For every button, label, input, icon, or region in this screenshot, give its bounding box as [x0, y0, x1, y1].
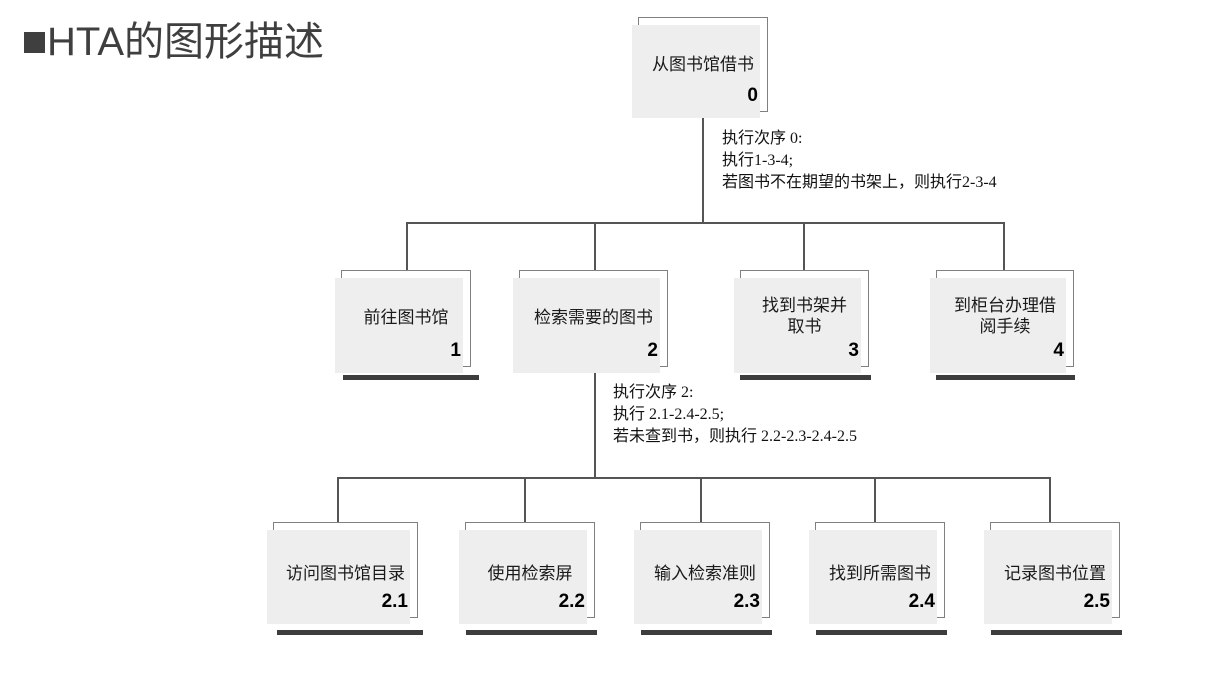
node-3-number: 3 — [848, 340, 859, 361]
bullet-square-icon — [24, 31, 45, 53]
connector-level2-bus — [406, 222, 1005, 224]
node-4-label-line2: 阅手续 — [979, 317, 1031, 336]
node-1-number: 1 — [450, 340, 461, 361]
node-2-1-label: 访问图书馆目录 — [286, 564, 405, 583]
connector-root-stem — [702, 112, 704, 223]
terminal-bar-2-3 — [641, 630, 772, 635]
connector-level2-drop-1 — [406, 222, 408, 271]
annotation-sequence-2: 执行次序 2: 执行 2.1-2.4-2.5; 若未查到书，则执行 2.2-2.… — [613, 382, 857, 448]
page-title: HTA的图形描述 — [24, 22, 324, 62]
node-2-1[interactable]: 访问图书馆目录 2.1 — [267, 522, 418, 624]
node-2-5-number: 2.5 — [1083, 591, 1110, 612]
node-0[interactable]: 从图书馆借书 0 — [632, 17, 768, 118]
annotation-0-line-2: 执行1-3-4; — [722, 152, 794, 169]
node-2-1-number: 2.1 — [381, 591, 408, 612]
node-0-label: 从图书馆借书 — [652, 55, 754, 74]
node-3-label: 找到书架并 — [762, 296, 847, 315]
terminal-bar-3 — [740, 375, 871, 380]
node-2-4-number: 2.4 — [908, 591, 935, 612]
connector-level3-drop-2 — [524, 477, 526, 523]
terminal-bar-2-1 — [277, 630, 423, 635]
node-2-2-number: 2.2 — [558, 591, 585, 612]
connector-level3-drop-1 — [337, 477, 339, 523]
node-1-label: 前往图书馆 — [363, 308, 449, 327]
connector-level2-drop-3 — [803, 222, 805, 271]
annotation-0-line-3: 若图书不在期望的书架上，则执行2-3-4 — [722, 174, 997, 191]
node-3-label-line2: 取书 — [787, 317, 822, 336]
connector-level3-drop-4 — [874, 477, 876, 523]
node-2-2[interactable]: 使用检索屏 2.2 — [459, 522, 595, 624]
node-2-label: 检索需要的图书 — [534, 308, 653, 327]
connector-node2-stem — [594, 367, 596, 478]
annotation-1-line-3: 若未查到书，则执行 2.2-2.3-2.4-2.5 — [613, 428, 857, 445]
node-0-number: 0 — [747, 85, 758, 106]
node-2-2-label: 使用检索屏 — [487, 564, 573, 583]
node-2-4-label: 找到所需图书 — [829, 564, 931, 583]
node-2-3-number: 2.3 — [733, 591, 760, 612]
node-4[interactable]: 到柜台办理借 阅手续 4 — [930, 270, 1074, 373]
annotation-sequence-0: 执行次序 0: 执行1-3-4; 若图书不在期望的书架上，则执行2-3-4 — [722, 128, 997, 194]
connector-level3-drop-3 — [700, 477, 702, 523]
connector-level3-bus — [337, 477, 1051, 479]
connector-level2-drop-2 — [594, 222, 596, 271]
connector-level2-drop-4 — [1003, 222, 1005, 271]
node-2-4[interactable]: 找到所需图书 2.4 — [809, 522, 945, 624]
terminal-bar-2-4 — [816, 630, 947, 635]
node-2-3-label: 输入检索准则 — [654, 564, 756, 583]
node-2-3[interactable]: 输入检索准则 2.3 — [634, 522, 770, 624]
terminal-bar-2-2 — [466, 630, 597, 635]
connector-level3-drop-5 — [1049, 477, 1051, 523]
node-3[interactable]: 找到书架并 取书 3 — [734, 270, 869, 373]
terminal-bar-4 — [936, 375, 1075, 380]
node-4-number: 4 — [1053, 340, 1064, 361]
annotation-1-line-1: 执行次序 2: — [613, 384, 694, 401]
terminal-bar-1 — [343, 375, 479, 380]
node-2-5-label: 记录图书位置 — [1004, 564, 1106, 583]
annotation-0-line-1: 执行次序 0: — [722, 130, 803, 147]
terminal-bar-2-5 — [991, 630, 1122, 635]
node-2-number: 2 — [647, 340, 658, 361]
node-2-5[interactable]: 记录图书位置 2.5 — [984, 522, 1120, 624]
node-2[interactable]: 检索需要的图书 2 — [513, 270, 668, 373]
node-4-label: 到柜台办理借 — [954, 296, 1056, 315]
annotation-1-line-2: 执行 2.1-2.4-2.5; — [613, 406, 725, 423]
node-1[interactable]: 前往图书馆 1 — [335, 270, 471, 373]
page-title-text: HTA的图形描述 — [47, 20, 325, 64]
